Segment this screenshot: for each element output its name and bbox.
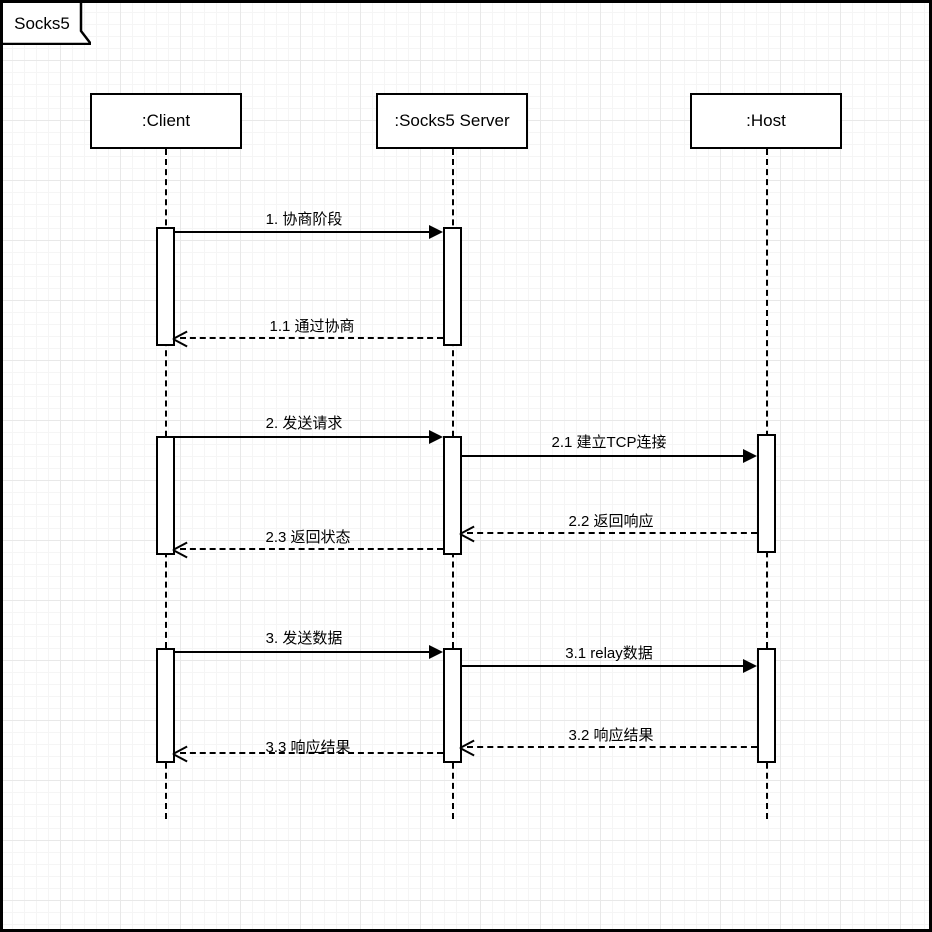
message-line-m2[interactable] bbox=[175, 436, 429, 438]
message-label-m2_2: 2.2 返回响应 bbox=[568, 513, 654, 530]
lifeline-header-client[interactable]: :Client bbox=[90, 93, 242, 149]
message-line-m3_1[interactable] bbox=[462, 665, 743, 667]
message-line-m2_2[interactable] bbox=[467, 532, 757, 534]
message-line-m1[interactable] bbox=[175, 231, 429, 233]
message-label-m1_1: 1.1 通过协商 bbox=[269, 318, 355, 335]
message-label-m3: 3. 发送数据 bbox=[265, 630, 343, 647]
message-label-m2: 2. 发送请求 bbox=[265, 415, 343, 432]
activation-client-1[interactable] bbox=[156, 227, 175, 346]
message-label-m3_2: 3.2 响应结果 bbox=[568, 727, 654, 744]
message-label-m3_3: 3.3 响应结果 bbox=[265, 739, 351, 756]
message-line-m1_1[interactable] bbox=[180, 337, 443, 339]
message-label-m1: 1. 协商阶段 bbox=[265, 211, 343, 228]
activation-server-2[interactable] bbox=[443, 436, 462, 555]
lifeline-header-server-label: :Socks5 Server bbox=[394, 111, 510, 130]
message-label-m2_1: 2.1 建立TCP连接 bbox=[551, 434, 667, 451]
frame-tab: Socks5 bbox=[0, 0, 94, 46]
message-label-m3_1: 3.1 relay数据 bbox=[565, 645, 653, 662]
frame-tab-label: Socks5 bbox=[14, 14, 70, 33]
lifeline-header-host[interactable]: :Host bbox=[690, 93, 842, 149]
activation-client-2[interactable] bbox=[156, 436, 175, 555]
activation-host-3[interactable] bbox=[757, 648, 776, 763]
arrow-head-m2_1 bbox=[743, 449, 757, 463]
message-line-m3_3[interactable] bbox=[180, 752, 443, 754]
lifeline-header-client-label: :Client bbox=[141, 111, 191, 130]
arrow-head-m2 bbox=[429, 430, 443, 444]
arrow-head-m1_1 bbox=[173, 331, 187, 345]
arrow-head-m2_2 bbox=[460, 526, 474, 540]
message-line-m3[interactable] bbox=[175, 651, 429, 653]
message-label-m2_3: 2.3 返回状态 bbox=[265, 529, 351, 546]
message-line-m3_2[interactable] bbox=[467, 746, 757, 748]
message-line-m2_1[interactable] bbox=[462, 455, 743, 457]
arrow-head-m2_3 bbox=[173, 542, 187, 556]
activation-host-2[interactable] bbox=[757, 434, 776, 553]
arrow-head-m3 bbox=[429, 645, 443, 659]
activation-server-1[interactable] bbox=[443, 227, 462, 346]
arrow-head-m3_2 bbox=[460, 740, 474, 754]
lifeline-header-host-label: :Host bbox=[746, 111, 786, 130]
activation-server-3[interactable] bbox=[443, 648, 462, 763]
activation-client-3[interactable] bbox=[156, 648, 175, 763]
arrow-head-m1 bbox=[429, 225, 443, 239]
lifeline-header-server[interactable]: :Socks5 Server bbox=[376, 93, 528, 149]
arrow-head-m3_1 bbox=[743, 659, 757, 673]
message-line-m2_3[interactable] bbox=[180, 548, 443, 550]
arrow-head-m3_3 bbox=[173, 746, 187, 760]
